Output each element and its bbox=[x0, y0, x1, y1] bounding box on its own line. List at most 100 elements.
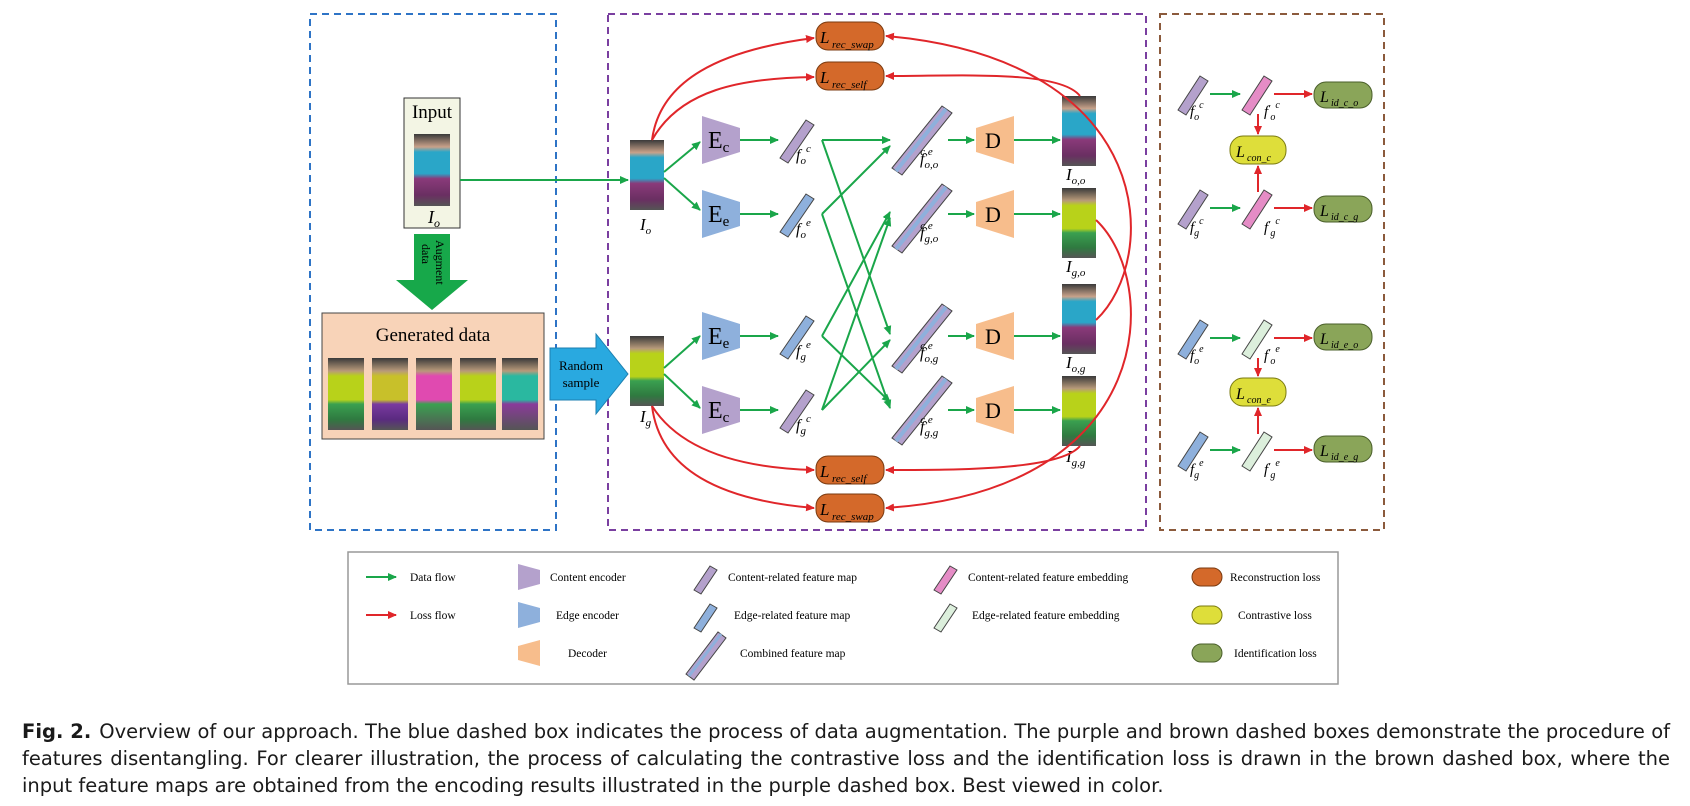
lossflow-io-swap bbox=[651, 35, 815, 141]
flow-cross-7 bbox=[821, 217, 892, 411]
output-igo bbox=[1062, 188, 1096, 258]
legend-reconstruction-loss: Reconstruction loss bbox=[1230, 572, 1321, 584]
svg-text:fo,gc,e: fo,gc,e bbox=[920, 340, 939, 365]
svg-text:id_e_o: id_e_o bbox=[1331, 340, 1358, 351]
lossflow-iog-swap bbox=[885, 32, 1132, 321]
svg-text:D: D bbox=[985, 324, 1001, 349]
svg-text:foc: foc bbox=[1190, 100, 1204, 123]
legend-decoder-icon bbox=[518, 640, 540, 666]
svg-text:fge: fge bbox=[1190, 458, 1204, 481]
generated-data-label: Generated data bbox=[376, 325, 491, 346]
svg-text:foe: foe bbox=[796, 217, 811, 241]
svg-text:fg,oc,e: fg,oc,e bbox=[920, 220, 939, 245]
loss-emb-fg-e: f′ge bbox=[1241, 431, 1280, 481]
input-io-label: Io bbox=[427, 207, 440, 230]
legend-identification-loss: Identification loss bbox=[1234, 648, 1317, 660]
output-iog-label: Io,g bbox=[1065, 353, 1086, 375]
generated-image-3 bbox=[416, 358, 452, 430]
feature-fg-c: fgc bbox=[779, 389, 815, 437]
svg-text:foc: foc bbox=[796, 143, 811, 167]
legend-contrastive-loss: Contrastive loss bbox=[1238, 610, 1312, 622]
lossflow-io-self bbox=[651, 73, 815, 141]
loss-feature-fo-c: foc bbox=[1177, 75, 1209, 123]
svg-text:f′oe: f′oe bbox=[1264, 344, 1280, 367]
encoder-ee-top: Ee bbox=[702, 190, 740, 238]
legend-rec-loss-icon bbox=[1191, 567, 1223, 587]
legend-content-embedding: Content-related feature embedding bbox=[968, 572, 1129, 584]
svg-text:L: L bbox=[819, 68, 829, 87]
legend-content-map-icon bbox=[693, 565, 718, 595]
loss-id-c-o: L id_c_o bbox=[1313, 81, 1373, 109]
svg-text:rec_swap: rec_swap bbox=[832, 39, 874, 51]
generated-image-1 bbox=[328, 358, 364, 430]
loss-feature-fg-e: fge bbox=[1177, 431, 1209, 481]
legend-content-feature-map: Content-related feature map bbox=[728, 572, 857, 584]
flow-cross-6 bbox=[821, 335, 891, 403]
input-label: Input bbox=[412, 102, 453, 123]
svg-text:f′gc: f′gc bbox=[1264, 216, 1280, 239]
legend-edge-emb-icon bbox=[933, 603, 958, 633]
combined-fgo: fg,oc,e bbox=[891, 183, 953, 254]
loss-id-c-g: L id_c_g bbox=[1313, 195, 1373, 223]
encoder-ec-top: Ec bbox=[702, 116, 740, 164]
output-iog bbox=[1062, 284, 1096, 354]
svg-text:con_e: con_e bbox=[1247, 395, 1271, 406]
lossflow-ig-swap bbox=[651, 405, 815, 512]
loss-id-e-g: L id_e_g bbox=[1313, 435, 1373, 463]
random-text-1: Random bbox=[559, 358, 603, 373]
augment-arrow bbox=[396, 234, 468, 310]
flow-cross-2 bbox=[821, 139, 892, 335]
augment-text-2: data bbox=[419, 244, 433, 265]
caption-text: Overview of our approach. The blue dashe… bbox=[22, 720, 1670, 797]
loss-rec-self-bottom: L rec_self bbox=[815, 455, 885, 485]
output-igg bbox=[1062, 376, 1096, 446]
ig-label: Ig bbox=[639, 407, 652, 429]
svg-text:rec_self: rec_self bbox=[832, 473, 868, 485]
flow-cross-8 bbox=[821, 339, 891, 411]
io-label: Io bbox=[639, 215, 652, 237]
combined-fgg: fg,gc,e bbox=[891, 375, 953, 446]
random-sample-arrow bbox=[549, 332, 629, 416]
loss-feature-fg-c: fgc bbox=[1177, 189, 1209, 239]
svg-text:f′ge: f′ge bbox=[1264, 458, 1280, 481]
flow-io-ee bbox=[663, 177, 701, 211]
svg-text:L: L bbox=[819, 28, 829, 47]
svg-text:id_e_g: id_e_g bbox=[1331, 452, 1358, 463]
feature-fo-c: foc bbox=[779, 119, 815, 167]
ig-image bbox=[630, 336, 664, 406]
flow-cross-3 bbox=[821, 145, 891, 215]
svg-text:L: L bbox=[1235, 386, 1245, 403]
flow-ig-ee bbox=[663, 335, 701, 369]
svg-text:D: D bbox=[985, 128, 1001, 153]
random-text-2: sample bbox=[563, 375, 600, 390]
svg-text:L: L bbox=[819, 500, 829, 519]
svg-text:f′oc: f′oc bbox=[1264, 100, 1280, 123]
loss-emb-fo-c: f′oc bbox=[1241, 75, 1280, 123]
legend-content-emb-icon bbox=[933, 565, 958, 595]
combined-fog: fo,gc,e bbox=[891, 303, 953, 374]
svg-text:D: D bbox=[985, 398, 1001, 423]
decoder-4: D bbox=[976, 386, 1014, 434]
feature-fg-e: fge bbox=[779, 315, 815, 363]
decoder-1: D bbox=[976, 116, 1014, 164]
legend-edge-encoder-icon bbox=[518, 602, 540, 628]
encoder-ee-bottom: Ee bbox=[702, 312, 740, 360]
legend-edge-map-icon bbox=[693, 603, 718, 633]
feature-fo-e: foe bbox=[779, 193, 815, 241]
legend-id-loss-icon bbox=[1191, 643, 1223, 663]
generated-image-2 bbox=[372, 358, 408, 430]
lossflow-ioo-self bbox=[885, 71, 1081, 97]
lossflow-ig-self bbox=[651, 405, 815, 474]
loss-rec-swap-bottom: L rec_swap bbox=[815, 493, 885, 523]
loss-feature-fo-e: foe bbox=[1177, 319, 1209, 367]
legend-edge-embedding: Edge-related feature embedding bbox=[972, 610, 1120, 622]
legend-data-flow: Data flow bbox=[410, 572, 456, 584]
legend-content-encoder-icon bbox=[518, 564, 540, 590]
svg-text:L: L bbox=[1319, 443, 1329, 460]
svg-text:L: L bbox=[1319, 89, 1329, 106]
input-person-image bbox=[414, 134, 450, 206]
loss-box bbox=[1159, 13, 1385, 531]
legend-combined-map-icon bbox=[685, 631, 727, 681]
svg-text:rec_swap: rec_swap bbox=[832, 511, 874, 523]
disentangle-box bbox=[607, 13, 1147, 531]
